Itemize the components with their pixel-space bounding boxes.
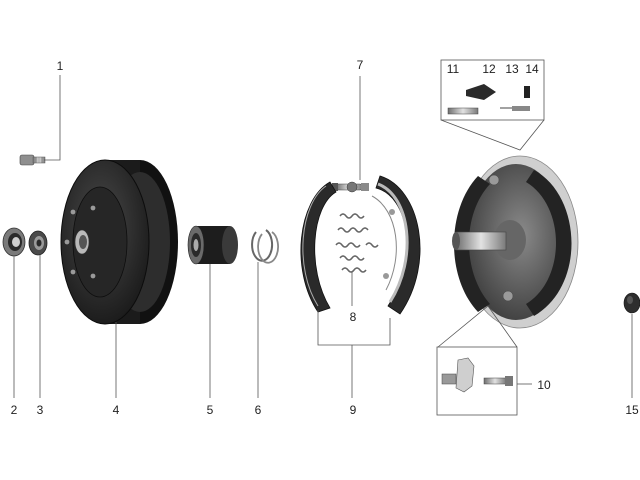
circlip-part (251, 229, 279, 264)
part-label-11: 11 (447, 62, 460, 76)
seal-part (28, 230, 48, 256)
part-label-3: 3 (37, 403, 44, 417)
plug-part (623, 292, 640, 314)
part-label-15: 15 (625, 403, 639, 417)
leader-lines (13, 75, 633, 398)
part-label-5: 5 (207, 403, 214, 417)
part-label-1: 1 (57, 59, 64, 73)
adjuster-part (332, 181, 369, 193)
brake-drum-part (60, 159, 178, 325)
inset-box-10 (436, 346, 518, 416)
bolt-part (19, 154, 46, 166)
part-label-6: 6 (255, 403, 262, 417)
wheel-bearing-part (187, 225, 238, 265)
part-label-10: 10 (537, 378, 551, 392)
part-labels: 1 2 3 4 5 6 7 8 9 10 11 12 13 14 15 (11, 58, 639, 417)
part-label-9: 9 (350, 403, 357, 417)
part-label-7: 7 (357, 58, 364, 72)
part-label-4: 4 (113, 403, 120, 417)
bearing-outer-part (2, 227, 26, 257)
inset-box-11-14 (440, 59, 545, 121)
part-label-12: 12 (482, 62, 496, 76)
part-label-14: 14 (525, 62, 539, 76)
springs-part (335, 213, 379, 273)
part-label-13: 13 (505, 62, 519, 76)
backing-plate-part (452, 155, 579, 329)
brake-shoes-part (300, 175, 421, 315)
part-label-8: 8 (350, 310, 357, 324)
part-label-2: 2 (11, 403, 18, 417)
